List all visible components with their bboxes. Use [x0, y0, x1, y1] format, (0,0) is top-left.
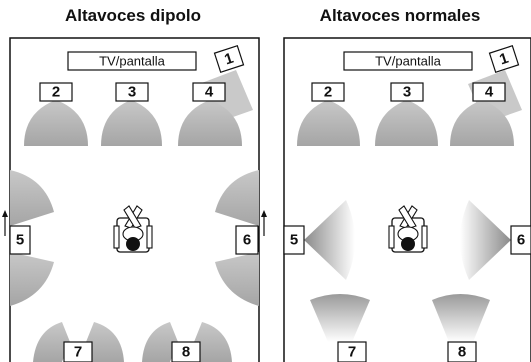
speaker-5-dispersion-front: [10, 170, 54, 226]
speaker-2-label: 2: [52, 84, 60, 101]
speaker-5-label: 5: [16, 232, 24, 249]
speaker-4-box: [192, 82, 226, 102]
speaker-1-box: [488, 45, 520, 73]
speaker-2-label: 2: [324, 84, 332, 101]
speaker-5-dispersion: [304, 200, 355, 280]
speaker-3-label: 3: [403, 84, 411, 101]
speaker-1-box: [213, 45, 245, 73]
panel-title-dipole: Altavoces dipolo: [64, 6, 202, 25]
speaker-6-dispersion-rear: [215, 252, 259, 306]
speaker-6-box: [235, 225, 259, 255]
speaker-7-dispersion: [33, 322, 70, 362]
up-arrow-icon: [2, 210, 8, 236]
listener-chair-icon: [113, 205, 153, 253]
tv-screen: [343, 51, 473, 71]
panel-title-normal: Altavoces normales: [319, 6, 481, 25]
tv-label: TV/pantalla: [375, 54, 442, 69]
speaker-5-dispersion-rear: [10, 252, 54, 306]
speaker-2-box: [311, 82, 345, 102]
speaker-2-dispersion: [297, 100, 360, 146]
speaker-3-dispersion: [101, 100, 162, 146]
room-frame: [283, 37, 531, 362]
speaker-6-label: 6: [243, 232, 251, 249]
speaker-4-label: 4: [485, 84, 494, 101]
speaker-5-box: [9, 225, 31, 255]
tv-label: TV/pantalla: [99, 54, 166, 69]
speaker-8-dispersion: [432, 294, 490, 342]
speaker-6-dispersion-front: [215, 170, 259, 226]
speaker-7-label: 7: [348, 344, 356, 361]
speaker-7-box: [63, 341, 93, 362]
speaker-3-label: 3: [128, 84, 136, 101]
speaker-6-label: 6: [517, 232, 525, 249]
speaker-6-box: [510, 225, 531, 255]
speaker-4-label: 4: [205, 84, 214, 101]
speaker-3-box: [115, 82, 149, 102]
speaker-2-box: [39, 82, 73, 102]
up-arrow-icon: [261, 210, 267, 236]
speaker-8-dispersion: [142, 322, 178, 362]
speaker-8-box: [447, 341, 477, 362]
speaker-5-label: 5: [290, 232, 298, 249]
speaker-5-box: [283, 225, 305, 255]
panel-dipole: TV/pantalla 1 2 3 4 5 6: [2, 37, 267, 362]
listener-chair-icon: [388, 205, 428, 253]
speaker-6-dispersion: [460, 200, 511, 280]
speaker-4-box: [472, 82, 506, 102]
speaker-8-label: 8: [458, 344, 466, 361]
speaker-8-label: 8: [182, 344, 190, 361]
speaker-7-box: [337, 341, 367, 362]
speaker-7-label: 7: [74, 344, 82, 361]
speaker-8-box: [171, 341, 201, 362]
speaker-7-dispersion: [310, 294, 370, 342]
speaker-3-box: [390, 82, 424, 102]
speaker-3-dispersion: [375, 100, 438, 146]
panel-normal: TV/pantalla 1 2 3 4 5 6 7 8: [283, 37, 531, 362]
tv-screen: [67, 51, 197, 71]
